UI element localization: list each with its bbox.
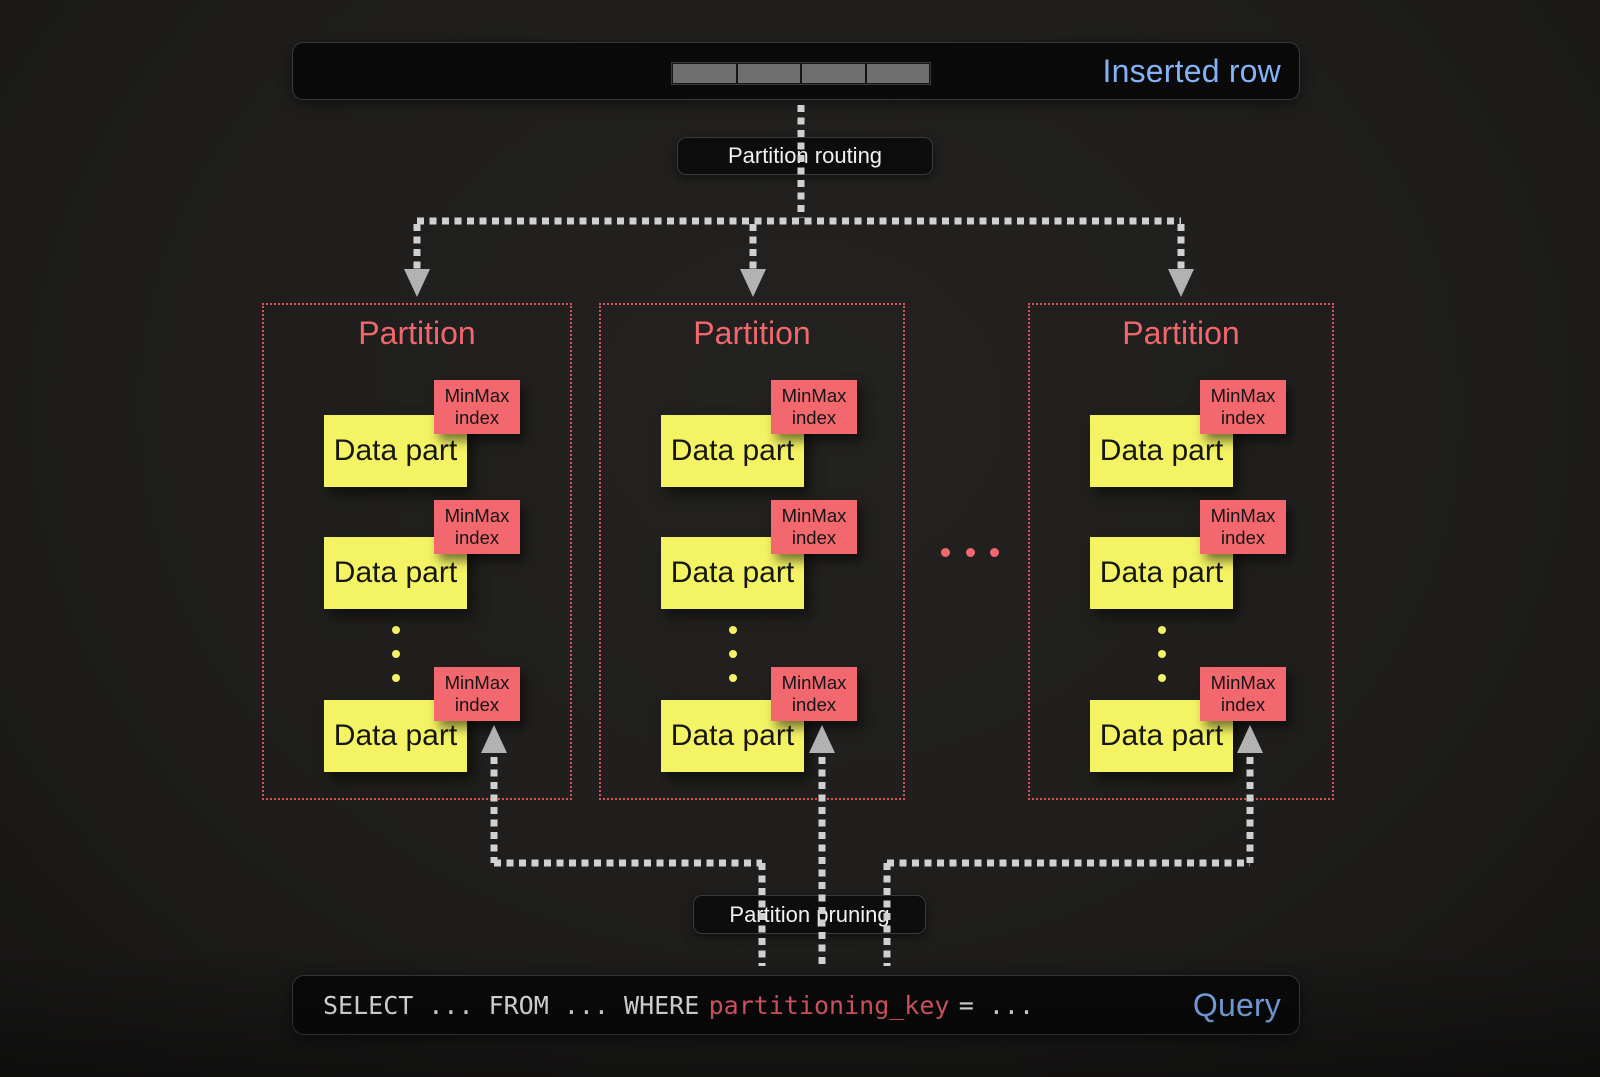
sql-partitioning-key: partitioning_key bbox=[708, 990, 950, 1020]
sql-query-text: SELECT ... FROM ... WHERE partitioning_ke… bbox=[323, 976, 1034, 1034]
inserted-row-panel: Inserted row bbox=[292, 42, 1300, 100]
data-part-box: Data part bbox=[324, 700, 467, 772]
inserted-row-label: Inserted row bbox=[1102, 52, 1281, 89]
inserted-row-cells bbox=[671, 62, 931, 85]
arrowhead-down-icon bbox=[404, 269, 430, 297]
query-label: Query bbox=[1192, 986, 1281, 1023]
partition-routing-label: Partition routing bbox=[677, 137, 933, 175]
minmax-index-badge: MinMax index bbox=[771, 380, 857, 434]
partition-box-2: Partition MinMax index Data part MinMax … bbox=[599, 303, 905, 800]
minmax-index-badge: MinMax index bbox=[434, 380, 520, 434]
arrowhead-down-icon bbox=[1168, 269, 1194, 297]
minmax-index-badge: MinMax index bbox=[434, 667, 520, 721]
minmax-index-badge: MinMax index bbox=[1200, 667, 1286, 721]
minmax-index-badge: MinMax index bbox=[771, 500, 857, 554]
data-part-box: Data part bbox=[1090, 700, 1233, 772]
partition-pruning-label: Partition pruning bbox=[693, 895, 926, 934]
sql-suffix: = ... bbox=[958, 990, 1035, 1020]
minmax-index-badge: MinMax index bbox=[434, 500, 520, 554]
partition-box-1: Partition MinMax index Data part MinMax … bbox=[262, 303, 572, 800]
partition-title: Partition bbox=[693, 315, 811, 351]
minmax-index-badge: MinMax index bbox=[771, 667, 857, 721]
more-parts-ellipsis-icon bbox=[1149, 626, 1174, 682]
data-part-box: Data part bbox=[324, 537, 467, 609]
partition-title: Partition bbox=[358, 315, 476, 351]
minmax-index-badge: MinMax index bbox=[1200, 380, 1286, 434]
more-partitions-ellipsis-icon bbox=[941, 548, 999, 557]
row-cell bbox=[866, 64, 929, 83]
more-parts-ellipsis-icon bbox=[383, 626, 408, 682]
minmax-index-badge: MinMax index bbox=[1200, 500, 1286, 554]
row-cell bbox=[737, 64, 800, 83]
row-cell bbox=[802, 64, 865, 83]
more-parts-ellipsis-icon bbox=[720, 626, 745, 682]
query-panel: SELECT ... FROM ... WHERE partitioning_ke… bbox=[292, 975, 1300, 1035]
data-part-box: Data part bbox=[1090, 537, 1233, 609]
partition-box-3: Partition MinMax index Data part MinMax … bbox=[1028, 303, 1334, 800]
sql-prefix: SELECT ... FROM ... WHERE bbox=[323, 990, 700, 1020]
partition-title: Partition bbox=[1122, 315, 1240, 351]
arrowhead-down-icon bbox=[740, 269, 766, 297]
row-cell bbox=[673, 64, 736, 83]
